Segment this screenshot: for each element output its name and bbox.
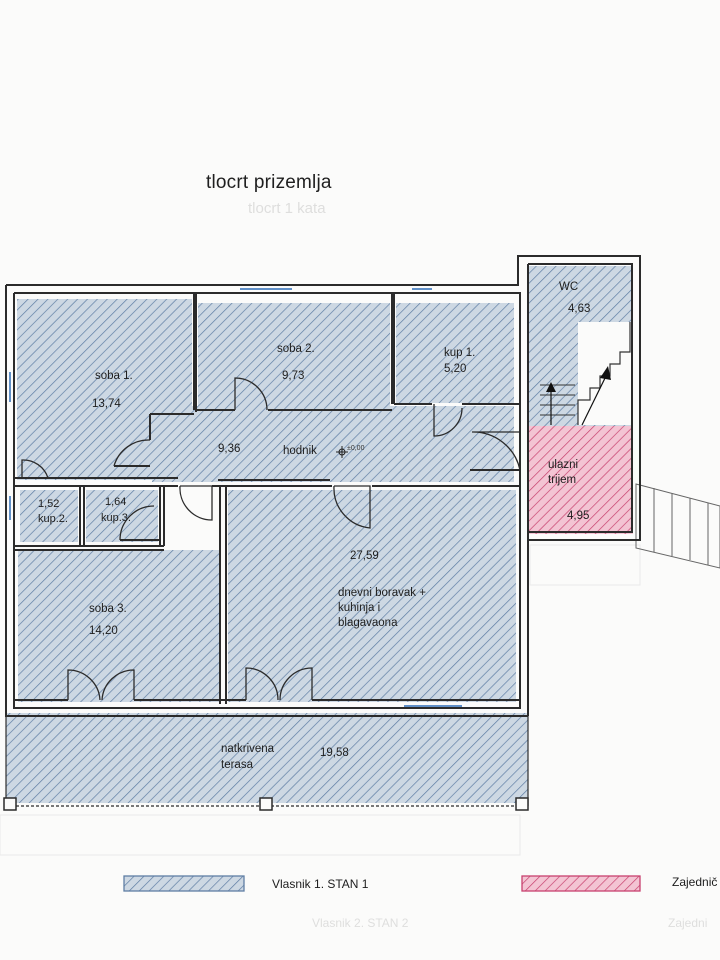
door-kup1 [433, 404, 463, 437]
room-dnevni-area: 27,59 [350, 550, 379, 562]
room-soba1-name: soba 1. [95, 370, 133, 382]
bleed-through-subtitle: tlocrt 1 kata [248, 200, 326, 217]
level-mark-icon [336, 446, 348, 458]
room-ulazni-name-1: ulazni [548, 459, 579, 471]
door-dnevni-terrace [245, 667, 313, 701]
room-kup3-area: 1,64 [105, 496, 127, 508]
room-soba1-area: 13,74 [92, 398, 121, 410]
level-mark-text: ±0,00 [347, 445, 365, 452]
door-soba2 [234, 377, 268, 411]
room-kup1-hatch [396, 303, 514, 403]
room-terasa-name-1: natkrivena [221, 743, 275, 755]
legend-swatch-common [521, 875, 641, 892]
room-kup2-hatch [20, 490, 78, 542]
room-kup3-name: kup.3. [101, 512, 131, 524]
room-kup1-name: kup 1. [444, 347, 476, 359]
walls [5, 255, 641, 807]
room-soba3-area: 14,20 [89, 625, 118, 637]
room-dnevni-name-1: dnevni boravak + [338, 587, 426, 599]
plan-title: tlocrt prizemlja [206, 172, 332, 193]
room-soba2-name: soba 2. [277, 343, 315, 355]
bleed-through-ghosts [0, 544, 641, 856]
room-soba2-area: 9,73 [282, 370, 305, 382]
room-kup2-name: kup.2. [38, 513, 68, 525]
columns [3, 797, 529, 811]
room-terasa-name-2: terasa [221, 759, 253, 771]
room-dnevni-name-3: blagavaona [338, 617, 398, 629]
room-wc-name: WC [559, 281, 579, 293]
door-kup2 [21, 459, 49, 479]
room-hodnik-hatch [152, 406, 514, 482]
room-dnevni-name-2: kuhinja i [338, 602, 381, 614]
room-soba2-hatch [198, 303, 390, 409]
door-soba3-terrace [67, 669, 135, 701]
room-hatches [6, 266, 633, 803]
bleed-through-legend-common: Zajedni [668, 916, 708, 930]
door-soba3-hall [179, 485, 213, 521]
room-kup3-hatch [86, 490, 158, 542]
room-kup1-area: 5,20 [444, 363, 467, 375]
exterior-steps [635, 483, 720, 569]
room-hodnik-name: hodnik [283, 445, 317, 457]
room-terasa-area: 19,58 [320, 747, 349, 759]
staircase [540, 322, 632, 426]
room-ulazni-area: 4,95 [567, 510, 590, 522]
room-soba3-name: soba 3. [89, 603, 127, 615]
room-soba3-hatch [18, 550, 220, 702]
room-hall-left-hatch [17, 440, 157, 480]
doors [21, 377, 521, 701]
legend-swatches [123, 875, 641, 892]
room-kup2-area: 1,52 [38, 498, 60, 510]
door-entrance [471, 431, 521, 471]
room-hodnik-area: 9,36 [218, 443, 241, 455]
legend-swatch-owner1 [123, 875, 245, 892]
room-terasa-hatch [6, 713, 528, 803]
door-dnevni [333, 485, 371, 529]
stair-arrow-icon [600, 366, 611, 380]
legend-owner1-label: Vlasnik 1. STAN 1 [272, 877, 369, 891]
windows [9, 288, 462, 707]
room-dnevni-hatch [228, 490, 516, 702]
room-ulazni-hatch [528, 426, 633, 534]
room-ulazni-name-2: trijem [548, 474, 577, 486]
room-wc-area: 4,63 [568, 303, 591, 315]
door-soba1 [113, 439, 151, 467]
legend-common-label: Zajednič [672, 875, 718, 889]
bleed-through-legend-owner2: Vlasnik 2. STAN 2 [312, 916, 409, 930]
stair-arrow-icon [546, 382, 556, 392]
door-kup3 [119, 505, 155, 541]
